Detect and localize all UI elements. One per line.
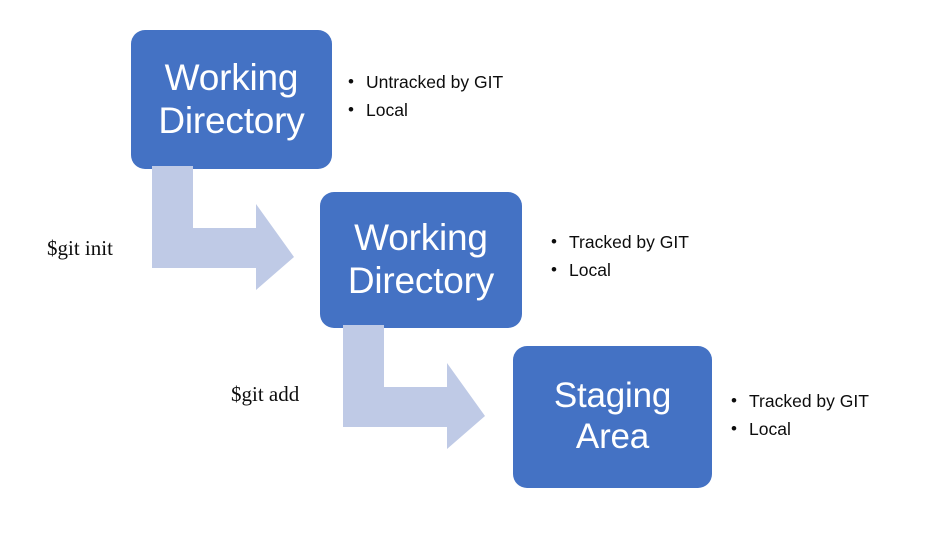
node-working-directory-tracked[interactable]: Working Directory [320, 192, 522, 328]
node-label: Working Directory [158, 56, 305, 141]
list-item: Local [731, 415, 869, 443]
elbow-arrow-git-init [152, 166, 294, 290]
list-item: Tracked by GIT [731, 386, 869, 415]
list-item: Local [348, 96, 503, 124]
arrow-label-git-add: $git add [231, 382, 300, 406]
node-working-directory-untracked[interactable]: Working Directory [131, 30, 332, 169]
list-item: Local [551, 256, 689, 284]
node-staging-area[interactable]: Staging Area [513, 346, 712, 488]
list-item: Untracked by GIT [348, 67, 503, 96]
elbow-arrow-git-add [343, 325, 485, 449]
node-label: Working Directory [347, 217, 495, 301]
bullets-staging-area: Tracked by GIT Local [731, 386, 869, 444]
node-label: Staging Area [553, 376, 672, 456]
bullets-working-directory-tracked: Tracked by GIT Local [551, 227, 689, 285]
arrow-label-git-init: $git init [47, 236, 113, 260]
list-item: Tracked by GIT [551, 227, 689, 256]
bullets-working-directory-untracked: Untracked by GIT Local [348, 67, 503, 125]
